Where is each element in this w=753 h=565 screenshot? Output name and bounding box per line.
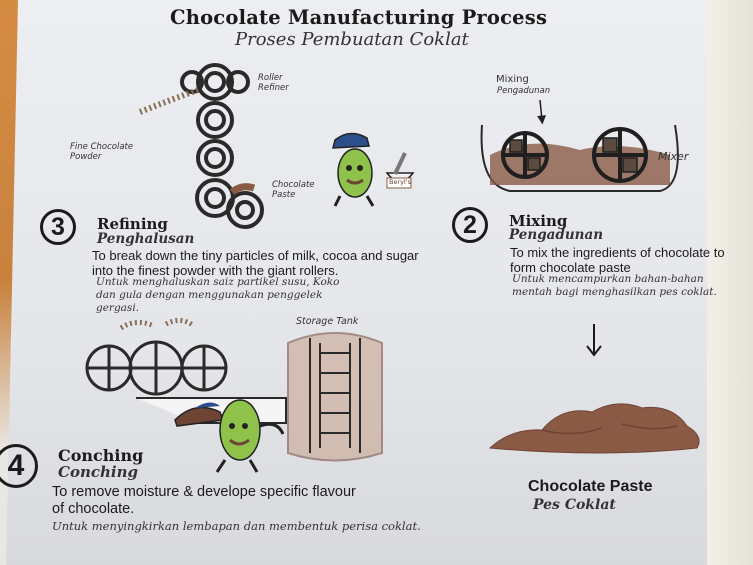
step-3-heading: Refining — [97, 215, 168, 233]
board-subtitle: Proses Pembuatan Coklat — [235, 29, 469, 50]
mixer-label: Mixer — [658, 150, 689, 163]
step-4-description-ms: Untuk menyingkirkan lembapan dan membent… — [52, 519, 421, 533]
step-4-description: To remove moisture & develope specific f… — [52, 484, 356, 517]
arrow-down-icon — [586, 324, 602, 357]
mixer-illustration — [480, 99, 679, 192]
step-3-heading-ms: Penghalusan — [97, 231, 195, 247]
fine-powder-label: Fine Chocolate Powder — [70, 142, 134, 162]
board-title: Chocolate Manufacturing Process — [170, 6, 548, 29]
step-3-description-ms: Untuk menghaluskan saiz partikel susu, K… — [96, 276, 340, 314]
storage-tank-label: Storage Tank — [296, 316, 359, 327]
chocolate-paste-small-label: Chocolate Paste — [272, 180, 315, 200]
chocolate-paste-icon — [488, 403, 700, 454]
cocoa-bean-mascot-2-icon — [174, 399, 285, 473]
storage-tank-illustration — [287, 332, 383, 462]
cocoa-bean-mascot-icon — [332, 132, 415, 207]
step-2-description-ms: Untuk mencampurkan bahan-bahan mentah ba… — [512, 273, 717, 298]
roller-refiner-illustration — [138, 63, 264, 229]
step-4-heading: Conching — [58, 446, 144, 465]
roller-refiner-label: Roller Refiner — [258, 73, 289, 93]
mortar-tag-label: Beryl's — [389, 178, 411, 186]
step-4-heading-ms: Conching — [58, 463, 138, 481]
step-2-heading-ms: Pengadunan — [509, 227, 604, 243]
result-title: Chocolate Paste — [528, 478, 653, 495]
step-2-number-badge: 2 — [452, 207, 488, 243]
result-subtitle: Pes Coklat — [533, 497, 616, 513]
step-3-description: To break down the tiny particles of milk… — [92, 248, 419, 278]
step-2-description: To mix the ingredients of chocolate to f… — [510, 245, 725, 275]
mixing-label: Mixing — [496, 74, 529, 85]
step-4-number-badge: 4 — [0, 444, 38, 488]
mixing-label-ms: Pengadunan — [497, 86, 551, 96]
board-frame — [707, 0, 753, 565]
step-2-heading: Mixing — [509, 212, 568, 230]
step-3-number-badge: 3 — [40, 209, 76, 245]
